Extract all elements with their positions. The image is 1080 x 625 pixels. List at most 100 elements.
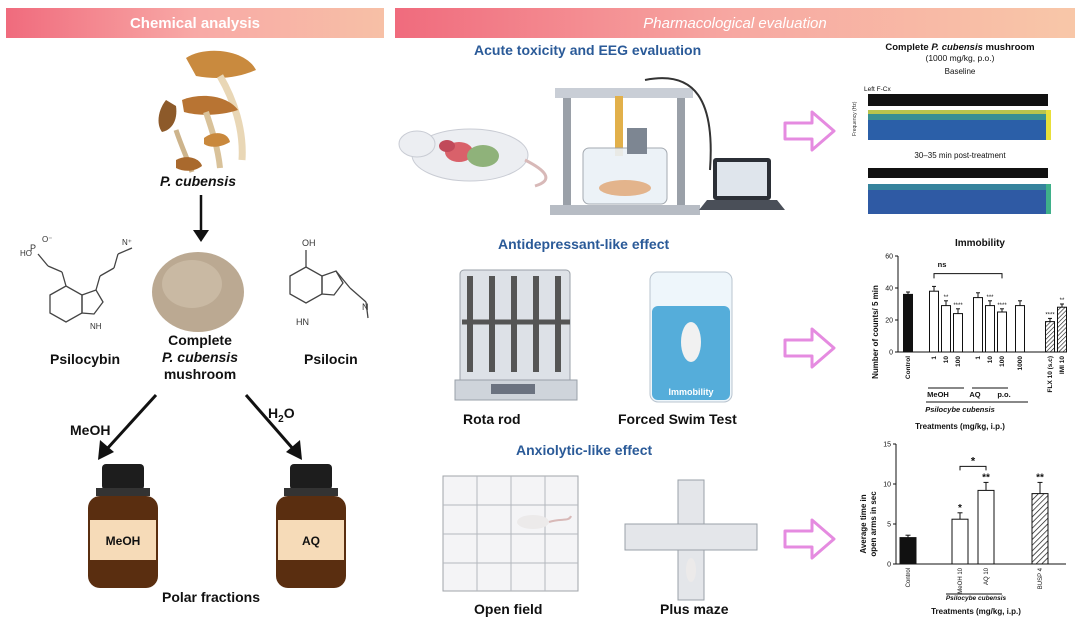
immobility-bar [973, 297, 983, 353]
h2o-arrow [244, 394, 296, 451]
open-field-label: Open field [474, 601, 543, 617]
forced-swim-cylinder: Immobility [649, 271, 733, 403]
immobility-significance: **** [997, 303, 1007, 309]
openarms-x-tick-label: Control [906, 568, 912, 587]
rota-rod-illustration [454, 269, 578, 401]
svg-text:Frequency (Hz): Frequency (Hz) [852, 101, 858, 136]
openarms-species-label: Psilocybe cubensis [946, 595, 1007, 602]
ns-label: ns [938, 260, 947, 269]
mushroom-illustration [158, 50, 256, 173]
svg-text:NH: NH [90, 322, 102, 331]
immobility-bar [953, 313, 963, 353]
openarms-bracket [959, 465, 987, 471]
immobility-significance: **** [953, 303, 963, 309]
aq-bottle-label: AQ [302, 534, 320, 548]
polar-fractions-label: Polar fractions [162, 589, 260, 605]
openarms-y-tick-label: 15 [883, 442, 891, 449]
immobility-bar [997, 311, 1007, 353]
eeg-post-trace [868, 168, 1048, 178]
rat-anatomy-illustration [398, 128, 548, 188]
openarms-x-tick-label: BUSP 4 [1038, 567, 1044, 589]
antidepressant-section-title: Antidepressant-like effect [498, 236, 670, 252]
svg-text:N: N [362, 302, 369, 312]
openarms-y-tick-label: 0 [887, 562, 891, 569]
immobility-y-tick-label: 0 [889, 350, 893, 357]
immobility-bar [1015, 305, 1025, 353]
pharmacological-evaluation-banner: Pharmacological evaluation [395, 8, 1075, 38]
rota-rod-label: Rota rod [463, 411, 521, 427]
openarms-chart-ylabel-1: Average time in [859, 494, 868, 553]
immobility-bar [985, 305, 995, 353]
svg-text:P: P [30, 243, 36, 253]
eeg-section-title: Acute toxicity and EEG evaluation [474, 42, 702, 58]
eeg-baseline-label: Baseline [945, 67, 976, 76]
immobility-x-tick-label: 1 [975, 356, 982, 360]
laptop-icon [699, 158, 785, 210]
openarms-bar [899, 537, 917, 565]
immobility-result-arrow [783, 327, 836, 369]
apparatus-illustrations: Immobility [398, 77, 785, 601]
psilocin-structure [289, 250, 369, 319]
psilocybin-label: Psilocybin [50, 351, 120, 367]
openarms-significance: ** [982, 472, 990, 483]
species-label: P. cubensis [160, 173, 236, 189]
immobility-chart-title: Immobility [955, 238, 1005, 249]
immobility-bar [1057, 306, 1067, 353]
immobility-bar [941, 305, 951, 353]
eeg-title: Complete P. cubensis mushroom [885, 42, 1034, 53]
openarms-bracket-label: * [971, 455, 976, 467]
openarms-bar [977, 489, 995, 565]
openarms-chart: Average time in open arms in sec Psilocy… [859, 442, 1066, 616]
immobility-chart-ylabel: Number of counts/ 5 min [871, 285, 880, 379]
h2o-arrow-label: H2O [268, 405, 295, 425]
immobility-bar [929, 290, 939, 353]
chemical-analysis-diagram: P. cubensis P O⁻ HO N⁺ NH Psilocybin OH … [20, 50, 369, 605]
openarms-bar [1031, 493, 1049, 565]
meoh-bottle: MeOH [88, 464, 158, 588]
eeg-dose: (1000 mg/kg, p.o.) [926, 53, 995, 63]
fst-label: Forced Swim Test [618, 411, 737, 427]
openarms-significance: * [958, 503, 962, 514]
openarms-y-tick-label: 5 [887, 522, 891, 529]
openarms-result-arrow [783, 518, 836, 560]
mushroom-label-line1: Complete [168, 332, 232, 348]
plus-maze-illustration [624, 479, 758, 601]
immobility-x-tick-label: FLX 10 (s.c) [1047, 356, 1054, 392]
immobility-x-tick-label: 10 [943, 356, 950, 364]
eeg-baseline-trace [868, 94, 1048, 106]
immobility-significance: ** [1060, 298, 1065, 304]
immobility-x-tick-label: 100 [955, 356, 962, 367]
openarms-chart-ylabel-2: open arms in sec [869, 491, 878, 557]
meoh-arrow [104, 393, 158, 452]
anxiolytic-section-title: Anxiolytic-like effect [516, 442, 653, 458]
svg-text:HO: HO [20, 249, 32, 258]
immobility-significance: **** [1045, 312, 1055, 318]
immobility-x-tick-label: Control [905, 356, 912, 379]
openarms-x-tick-label: AQ 10 [984, 567, 990, 585]
eeg-channel-label: Left F-Cx [864, 86, 891, 93]
psilocin-label: Psilocin [304, 351, 358, 367]
psilocybin-structure [37, 247, 133, 323]
immobility-tag: Immobility [668, 387, 713, 397]
meoh-bottle-label: MeOH [106, 534, 141, 548]
svg-text:N⁺: N⁺ [122, 238, 132, 247]
plus-maze-label: Plus maze [660, 601, 729, 617]
openarms-chart-xlabel: Treatments (mg/kg, i.p.) [931, 607, 1021, 616]
open-field-grid [442, 475, 579, 592]
group-meoh-label: MeOH [927, 390, 949, 399]
immobility-significance: *** [986, 295, 994, 301]
immobility-y-tick-label: 60 [885, 254, 893, 261]
svg-text:O⁻: O⁻ [42, 235, 52, 244]
immobility-x-tick-label: 10 [987, 356, 994, 364]
aq-bottle: AQ [276, 464, 346, 588]
chemical-analysis-banner: Chemical analysis [6, 8, 384, 38]
group-aq-label: AQ [969, 390, 980, 399]
group-species-label: Psilocybe cubensis [925, 405, 995, 414]
openarms-bar [951, 518, 969, 565]
openarms-y-tick-label: 10 [883, 482, 891, 489]
eeg-post-label: 30–35 min post-treatment [914, 151, 1006, 160]
immobility-bar [1045, 321, 1055, 353]
immobility-x-tick-label: 100 [999, 356, 1006, 367]
svg-text:OH: OH [302, 238, 316, 248]
eeg-stereotaxic-frame [550, 77, 712, 215]
